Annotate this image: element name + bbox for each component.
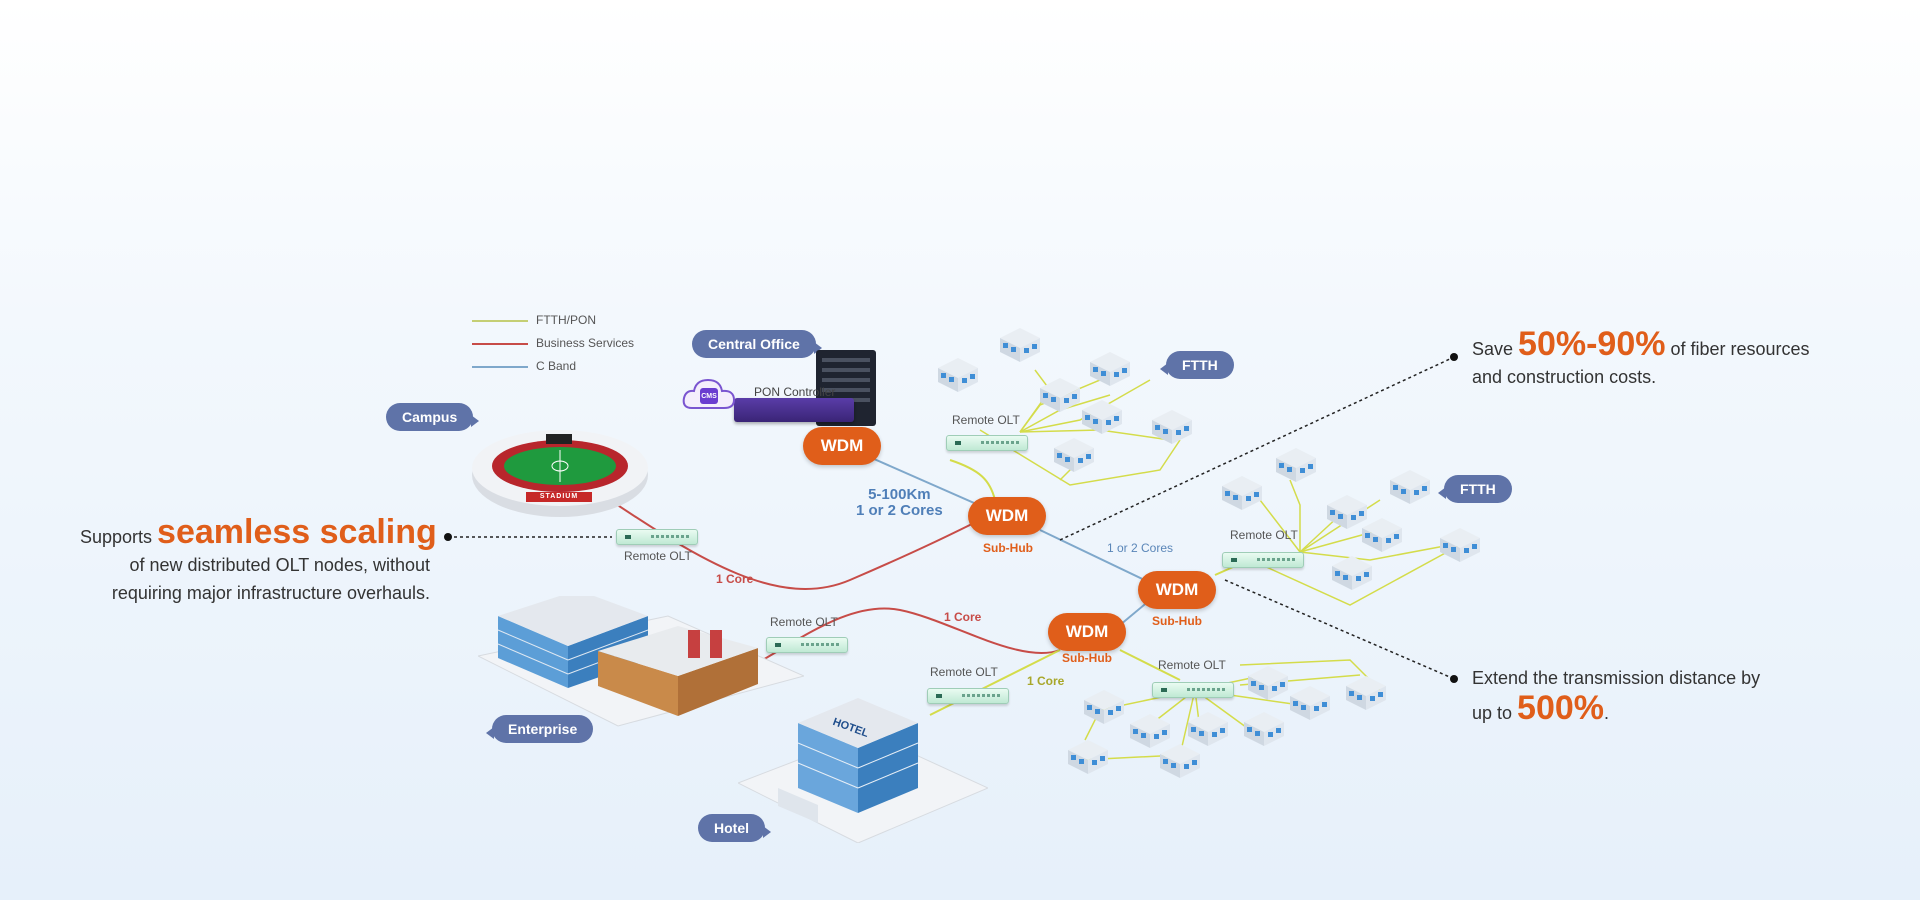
ftth-house-group-3	[1068, 666, 1386, 778]
pon-controller-device	[734, 398, 854, 422]
callout-top-dot	[1450, 353, 1458, 361]
ftth-link-a	[949, 459, 996, 501]
wdm-central: WDM	[803, 427, 881, 465]
stadium-icon	[472, 430, 648, 517]
callout-bottom-dot	[1450, 675, 1458, 683]
core-label-enterprise: 1 Core	[944, 610, 982, 624]
scaling-prefix: Supports	[80, 527, 158, 547]
scaling-callout: Supports seamless scaling of new distrib…	[80, 515, 437, 607]
scaling-line2: of new distributed OLT nodes, without	[129, 555, 430, 575]
central-office-tag: Central Office	[692, 330, 822, 358]
ftth-tag-1: FTTH	[1160, 351, 1234, 379]
scaling-line3: requiring major infrastructure overhauls…	[111, 583, 430, 603]
core-label-hotel: 1 Core	[1027, 674, 1065, 688]
savings-suffix: of fiber resources	[1665, 339, 1810, 359]
business-link-campus	[609, 499, 991, 590]
ftth-link-c	[929, 649, 1061, 716]
stadium-sign: STADIUM	[539, 493, 579, 500]
ftth-tag-2: FTTH	[1438, 475, 1512, 503]
cband-cores-label: 1 or 2 Cores	[1107, 541, 1174, 555]
ftth-house-group-2	[1222, 448, 1480, 590]
ftth-house-group-1	[938, 328, 1192, 472]
wdm-subhub-3: WDM	[1048, 613, 1126, 651]
distance-cores: 1 or 2 Cores	[856, 502, 943, 519]
legend-ftth-label: FTTH/PON	[536, 313, 596, 327]
remote-olt-ftth2	[1222, 552, 1304, 568]
distance-km: 5-100Km	[868, 486, 931, 503]
scaling-line1: Supports seamless scaling	[80, 515, 437, 551]
remote-olt-ftth2-label: Remote OLT	[1230, 528, 1298, 542]
distance-highlight: 500%	[1517, 689, 1605, 727]
remote-olt-ftth1	[946, 435, 1028, 451]
distance-suffix: .	[1604, 703, 1610, 723]
cloud-badge: CMS	[701, 393, 717, 400]
callout-left-dot	[444, 533, 452, 541]
savings-prefix: Save	[1472, 339, 1519, 359]
subhub-1-label: Sub-Hub	[983, 541, 1033, 555]
callout-bottom	[1224, 579, 1453, 679]
wdm-subhub-1: WDM	[968, 497, 1046, 535]
pon-controller-label: PON Controller	[754, 385, 836, 399]
enterprise-tag: Enterprise	[485, 715, 594, 743]
distance-prefix: up to	[1472, 703, 1518, 723]
savings-line2: and construction costs.	[1472, 367, 1657, 387]
ftth-link-d	[1119, 649, 1181, 681]
remote-olt-campus-label: Remote OLT	[624, 549, 692, 563]
wdm-subhub-2: WDM	[1138, 571, 1216, 609]
remote-olt-hotel	[927, 688, 1009, 704]
hotel-building-icon	[738, 698, 988, 843]
legend-business-swatch	[472, 343, 528, 345]
callout-top	[1059, 357, 1453, 541]
distance-label: 5-100Km 1 or 2 Cores	[856, 487, 943, 519]
distance-line2: up to 500%.	[1472, 691, 1760, 727]
enterprise-buildings-icon	[478, 596, 804, 727]
hotel-tag: Hotel	[698, 814, 771, 842]
legend-cband-label: C Band	[536, 359, 577, 373]
savings-line1: Save 50%-90% of fiber resources	[1472, 327, 1810, 363]
remote-olt-hotel-label: Remote OLT	[930, 665, 998, 679]
legend-business-label: Business Services	[536, 336, 635, 350]
remote-olt-campus	[616, 529, 698, 545]
scaling-highlight: seamless scaling	[157, 513, 437, 551]
legend-ftth-swatch	[472, 320, 528, 322]
subhub-3-label: Sub-Hub	[1062, 651, 1112, 665]
cloud-icon	[682, 378, 736, 409]
campus-tag: Campus	[386, 403, 480, 431]
subhub-2-label: Sub-Hub	[1152, 614, 1202, 628]
core-label-campus: 1 Core	[716, 572, 754, 586]
cband-link-co-hub1	[864, 454, 991, 511]
distance-callout: Extend the transmission distance by up t…	[1472, 664, 1760, 727]
remote-olt-ftth1-label: Remote OLT	[952, 413, 1020, 427]
remote-olt-enterprise	[766, 637, 848, 653]
remote-olt-ftth3-label: Remote OLT	[1158, 658, 1226, 672]
remote-olt-ftth3	[1152, 682, 1234, 698]
cband-link-hub1-hub2	[1039, 529, 1156, 586]
remote-olt-enterprise-label: Remote OLT	[770, 615, 838, 629]
distance-line1: Extend the transmission distance by	[1472, 668, 1761, 688]
savings-callout: Save 50%-90% of fiber resources and cons…	[1472, 327, 1810, 391]
savings-highlight: 50%-90%	[1518, 325, 1666, 363]
legend-cband-swatch	[472, 366, 528, 368]
